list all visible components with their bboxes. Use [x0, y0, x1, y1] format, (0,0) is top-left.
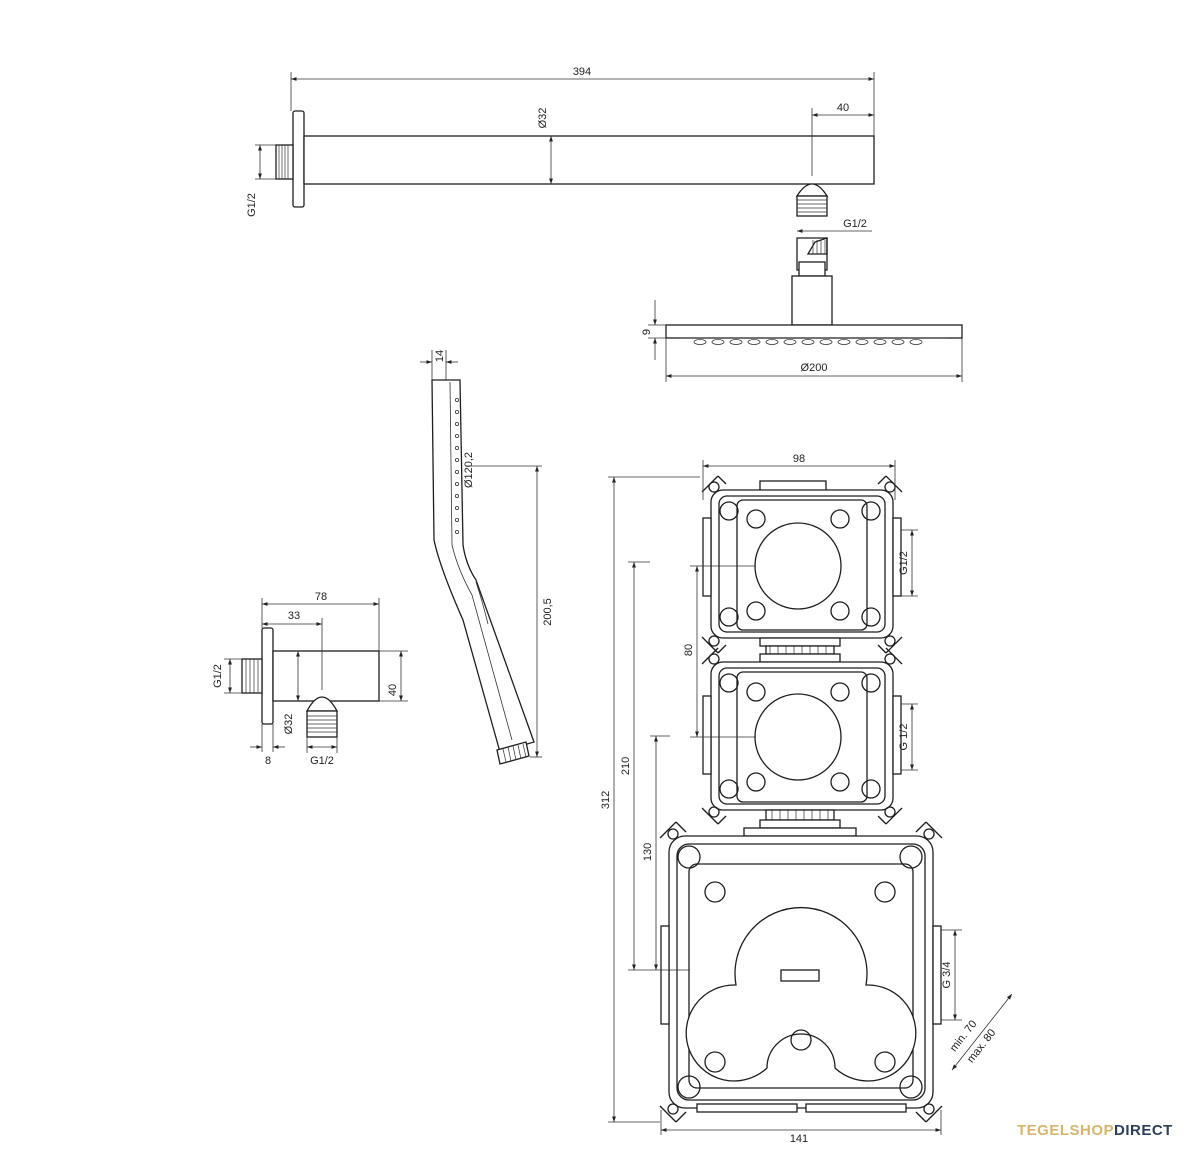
- box-connector-1: [759, 637, 841, 663]
- elbow-thread-wall-label: G1/2: [212, 664, 224, 688]
- brand-logo-part2: DIRECT: [1114, 1122, 1173, 1139]
- mounting-box-large: [659, 821, 943, 1123]
- handshower-length-dimension: 200,5: [466, 465, 554, 758]
- arm-diameter-label: Ø32: [537, 108, 549, 129]
- brand-logo-part1: TEGELSHOP: [1017, 1122, 1115, 1139]
- elbow-height-label: 40: [387, 684, 399, 696]
- elbow-thread-wall-dimension: G1/2: [212, 658, 242, 694]
- elbow-thread-outlet-label: G1/2: [310, 755, 334, 767]
- total-height-label: 312: [600, 791, 612, 809]
- elbow-diameter-dimension: Ø32: [283, 651, 300, 735]
- height-210-label: 210: [620, 757, 632, 775]
- handshower-head-diameter-label: Ø120,2: [463, 452, 475, 488]
- elbow-diameter-label: Ø32: [283, 714, 295, 735]
- head-thickness-label: 9: [641, 329, 653, 335]
- box-connector-2: [743, 809, 857, 837]
- depth-dimension: min. 70 max. 80: [948, 993, 1013, 1071]
- box-small-thread-1-label: G1/2: [898, 551, 910, 575]
- handshower-depth-label: 14: [434, 350, 446, 362]
- total-height-dimension: 312: [600, 476, 700, 1123]
- hand-shower: [431, 379, 535, 765]
- height-130-dimension: 130: [642, 735, 670, 970]
- box-pitch-label: 80: [683, 644, 695, 656]
- elbow-thread-outlet-dimension: G1/2: [306, 737, 338, 767]
- box-small-thread-2-label: G 1/2: [898, 724, 910, 751]
- box-small-thread-2-dimension: G 1/2: [898, 703, 918, 771]
- box-small-thread-1-dimension: G1/2: [898, 529, 918, 597]
- box-width-small-dimension: 98: [702, 453, 896, 500]
- arm-wall-thread-dimension: G1/2: [246, 144, 276, 217]
- box-thread-large-dimension: G 3/4: [941, 929, 962, 1021]
- arm-outlet-offset-label: 40: [837, 102, 849, 114]
- elbow-outlet-offset-dimension: 33: [262, 610, 323, 690]
- head-diameter-dimension: Ø200: [665, 338, 963, 382]
- arm-outlet-offset-dimension: 40: [811, 102, 874, 176]
- elbow-length-dimension: 78: [261, 591, 380, 651]
- head-thickness-dimension: 9: [641, 300, 666, 360]
- head-shower: [665, 237, 963, 345]
- box-width-small-label: 98: [793, 453, 805, 465]
- box-thread-large-label: G 3/4: [941, 962, 953, 989]
- wall-elbow: [241, 627, 380, 738]
- arm-length-label: 394: [573, 66, 591, 78]
- elbow-height-dimension: 40: [379, 650, 408, 702]
- mounting-box-small-2: [701, 647, 903, 825]
- arm-outlet-thread-dimension: G1/2: [797, 218, 872, 233]
- handshower-depth-dimension: 14: [420, 350, 458, 380]
- height-210-dimension: 210: [620, 561, 690, 971]
- height-130-label: 130: [642, 843, 654, 861]
- elbow-flange-dimension: 8: [250, 724, 285, 767]
- elbow-length-label: 78: [315, 591, 327, 603]
- handshower-length-label: 200,5: [542, 598, 554, 626]
- shower-arm: [275, 110, 875, 217]
- elbow-outlet-offset-label: 33: [288, 610, 300, 622]
- mounting-box-small-1: [701, 475, 903, 654]
- arm-length-dimension: 394: [290, 66, 875, 136]
- arm-outlet-thread-label: G1/2: [843, 218, 867, 230]
- box-pitch-dimension: 80: [683, 565, 756, 738]
- arm-wall-thread-label: G1/2: [246, 193, 258, 217]
- box-width-large-dimension: 141: [660, 1110, 942, 1145]
- brand-logo: TEGELSHOPDIRECT: [1017, 1122, 1173, 1139]
- handshower-head-diameter-dimension: Ø120,2: [463, 452, 475, 488]
- box-width-large-label: 141: [790, 1133, 808, 1145]
- elbow-flange-label: 8: [265, 755, 271, 767]
- arm-diameter-dimension: Ø32: [537, 108, 553, 184]
- head-diameter-label: Ø200: [801, 362, 828, 374]
